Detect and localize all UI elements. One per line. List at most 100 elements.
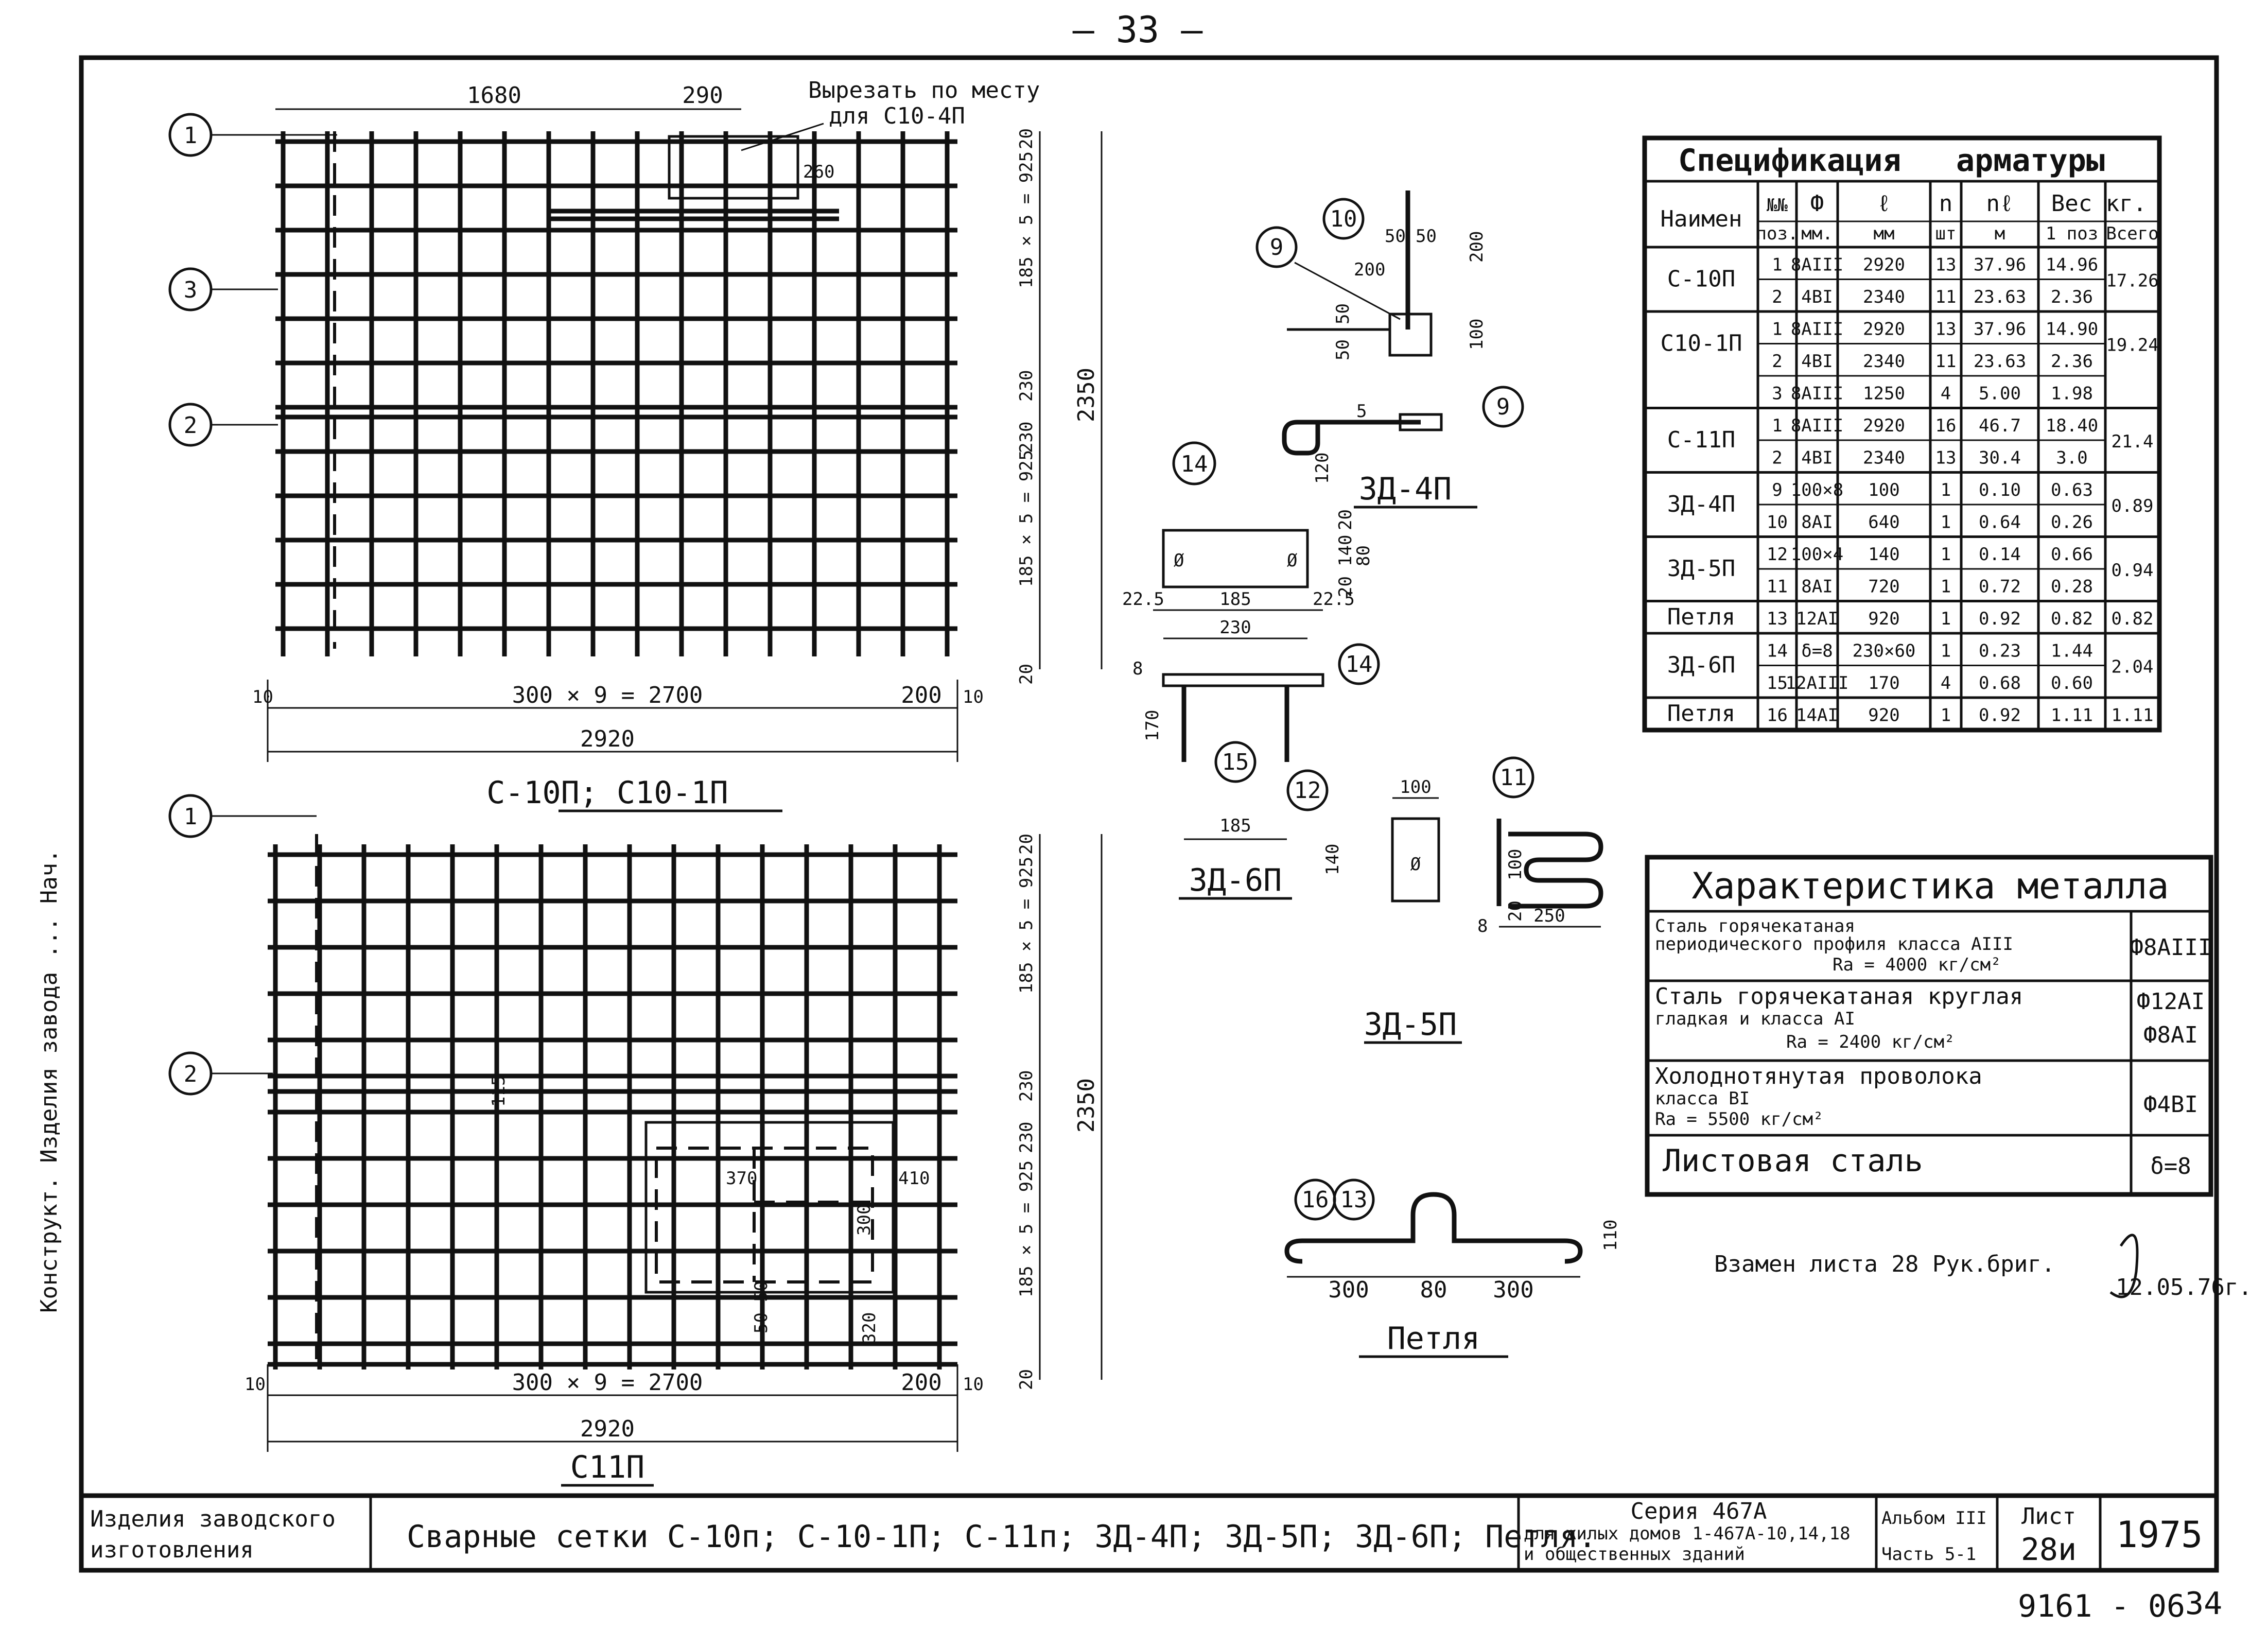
spec-cell: 9 bbox=[1772, 480, 1782, 500]
spec-cell: 0.10 bbox=[1979, 480, 2021, 500]
spec-cell: 2.36 bbox=[2051, 287, 2093, 307]
stamp-sheet-a: Лист bbox=[2021, 1503, 2076, 1530]
plate-14-hole-l: Ø bbox=[1174, 550, 1184, 571]
spec-header-cell: nℓ bbox=[1986, 190, 2014, 217]
opening-outer bbox=[644, 1121, 895, 1294]
spec-cell: 1.11 bbox=[2051, 705, 2093, 725]
callout-2-bottom-label: 2 bbox=[184, 1061, 198, 1087]
zd6p-d8: 8 bbox=[1132, 658, 1143, 679]
spec-cell: 2920 bbox=[1863, 319, 1905, 339]
spec-cell: 2.36 bbox=[2051, 351, 2093, 372]
spec-cell: 0.66 bbox=[2051, 544, 2093, 565]
spec-cell: 15 bbox=[1767, 673, 1788, 693]
spec-header-cell: Ф bbox=[1810, 190, 1824, 217]
vdim-925-top: 185 × 5 = 925 bbox=[1016, 151, 1037, 288]
title-block-frame bbox=[79, 1493, 2219, 1573]
zd6p-plate bbox=[1162, 673, 1324, 687]
plate-14-d225r: 22.5 bbox=[1313, 589, 1355, 610]
spec-cell: 1 bbox=[1941, 544, 1951, 565]
spec-cell: 0.82 bbox=[2112, 609, 2154, 629]
dim-200: 200 bbox=[901, 682, 941, 708]
spec-cell: 2 bbox=[1772, 351, 1782, 372]
vdim-230-a: 230 bbox=[1016, 370, 1037, 402]
spec-cell: 12АIII bbox=[1786, 673, 1849, 693]
spec-header-cell: Вес кг. bbox=[2051, 190, 2147, 217]
zd4p-d50c: 50 bbox=[1333, 303, 1353, 324]
spec-cell: 4 bbox=[1941, 673, 1951, 693]
metal-table: Характеристика металла Сталь горячекатан… bbox=[1645, 855, 2213, 1197]
spec-cell: 23.63 bbox=[1974, 351, 2026, 372]
spec-cell: 0.60 bbox=[2051, 673, 2093, 693]
spec-header-cell: шт bbox=[1935, 223, 1957, 244]
spec-header-cell: Всего bbox=[2106, 223, 2158, 244]
vdim-925-bot: 185 × 5 = 925 bbox=[1016, 450, 1037, 587]
spec-cell: 2340 bbox=[1863, 447, 1905, 468]
spec-cell: 13 bbox=[1935, 254, 1957, 275]
plate-14-d225l: 22.5 bbox=[1122, 589, 1164, 610]
cutout-rect bbox=[668, 135, 799, 200]
dim-chain: 300 × 9 = 2700 bbox=[512, 682, 703, 708]
spec-cell: 1 bbox=[1941, 576, 1951, 597]
spec-cell: 2340 bbox=[1863, 287, 1905, 307]
spec-cell: 21.4 bbox=[2112, 431, 2154, 452]
spec-cell: 920 bbox=[1868, 609, 1899, 629]
dim-1680: 1680 bbox=[467, 82, 521, 109]
zd4p-d50d: 50 bbox=[1333, 339, 1353, 360]
zd4p-d50b: 50 bbox=[1416, 226, 1437, 247]
loop-d110: 110 bbox=[1600, 1220, 1621, 1251]
spec-cell: 1.98 bbox=[2051, 383, 2093, 404]
spec-cell: ЗД-6П bbox=[1667, 652, 1735, 679]
callout-9-b bbox=[1482, 386, 1524, 428]
loop-shape bbox=[1284, 1192, 1583, 1264]
metal-title: Характеристика металла bbox=[1691, 865, 2169, 907]
zd6p-d185: 185 bbox=[1219, 816, 1251, 836]
callout-10 bbox=[1322, 198, 1365, 240]
spec-cell: δ=8 bbox=[1801, 640, 1833, 661]
callout-12-label: 12 bbox=[1294, 777, 1321, 804]
spec-cell: 11 bbox=[1935, 351, 1957, 372]
spec-cell: 37.96 bbox=[1974, 254, 2026, 275]
spec-cell: 0.68 bbox=[1979, 673, 2021, 693]
spec-cell: 100×8 bbox=[1791, 480, 1843, 500]
spec-cell: 14АI bbox=[1796, 705, 1838, 725]
stamp-series-a: Серия 467А bbox=[1631, 1498, 1767, 1524]
spec-cell: 0.23 bbox=[1979, 640, 2021, 661]
spec-cell: С-10П bbox=[1667, 266, 1735, 292]
metal-r3-d: Ф4ВI bbox=[2143, 1091, 2198, 1118]
spec-cell: 13 bbox=[1767, 609, 1788, 629]
spec-cell: 1.44 bbox=[2051, 640, 2093, 661]
zd4p-hook-plate bbox=[1399, 413, 1443, 431]
spec-cell: 1 bbox=[1941, 512, 1951, 532]
spec-cell: 1 bbox=[1772, 415, 1782, 436]
grid-bottom: 370 410 300 50 50 320 115 10 300 × 9 = 2… bbox=[245, 834, 1103, 1487]
vdim-230-a-b: 230 bbox=[1016, 1070, 1037, 1102]
spec-cell: 8АIII bbox=[1791, 319, 1843, 339]
zd4p-d5: 5 bbox=[1356, 401, 1367, 422]
grid-bottom-horizontal-bars bbox=[268, 852, 957, 1367]
spec-cell: 13 bbox=[1935, 319, 1957, 339]
vdim-2350-b: 2350 bbox=[1073, 1078, 1100, 1133]
spec-cell: 10 bbox=[1767, 512, 1788, 532]
spec-cell: 17.26 bbox=[2106, 271, 2158, 291]
callout-13 bbox=[1333, 1178, 1375, 1221]
plate-14-d80: 80 bbox=[1353, 545, 1374, 566]
spec-cell: 1 bbox=[1941, 640, 1951, 661]
spec-cell: С10-1П bbox=[1661, 331, 1742, 357]
callouts-top: 1 3 2 bbox=[168, 113, 337, 447]
spec-cell: 1 bbox=[1772, 254, 1782, 275]
spec-cell: 5.00 bbox=[1979, 383, 2021, 404]
spec-cell: 8АI bbox=[1801, 512, 1833, 532]
zd5p-title: ЗД-5П bbox=[1364, 1007, 1457, 1043]
corner-sheet-number: 34 bbox=[2185, 1586, 2222, 1622]
spec-title-a: Спецификация bbox=[1678, 143, 1901, 179]
spec-cell: 720 bbox=[1868, 576, 1899, 597]
callout-14-a-label: 14 bbox=[1181, 451, 1208, 477]
callout-15 bbox=[1214, 741, 1257, 783]
callout-12 bbox=[1286, 769, 1329, 811]
metal-r2-c: Rа = 2400 кг/см² bbox=[1786, 1032, 1955, 1052]
spec-cell: 1250 bbox=[1863, 383, 1905, 404]
stamp-middle: Сварные сетки С-10п; С-10-1П; С-11п; ЗД-… bbox=[407, 1519, 1597, 1555]
zd4p-plate-square bbox=[1388, 313, 1433, 357]
spec-cell: 46.7 bbox=[1979, 415, 2021, 436]
side-title-text: Конструкт. Изделия завода ... Нач. bbox=[36, 849, 62, 1313]
